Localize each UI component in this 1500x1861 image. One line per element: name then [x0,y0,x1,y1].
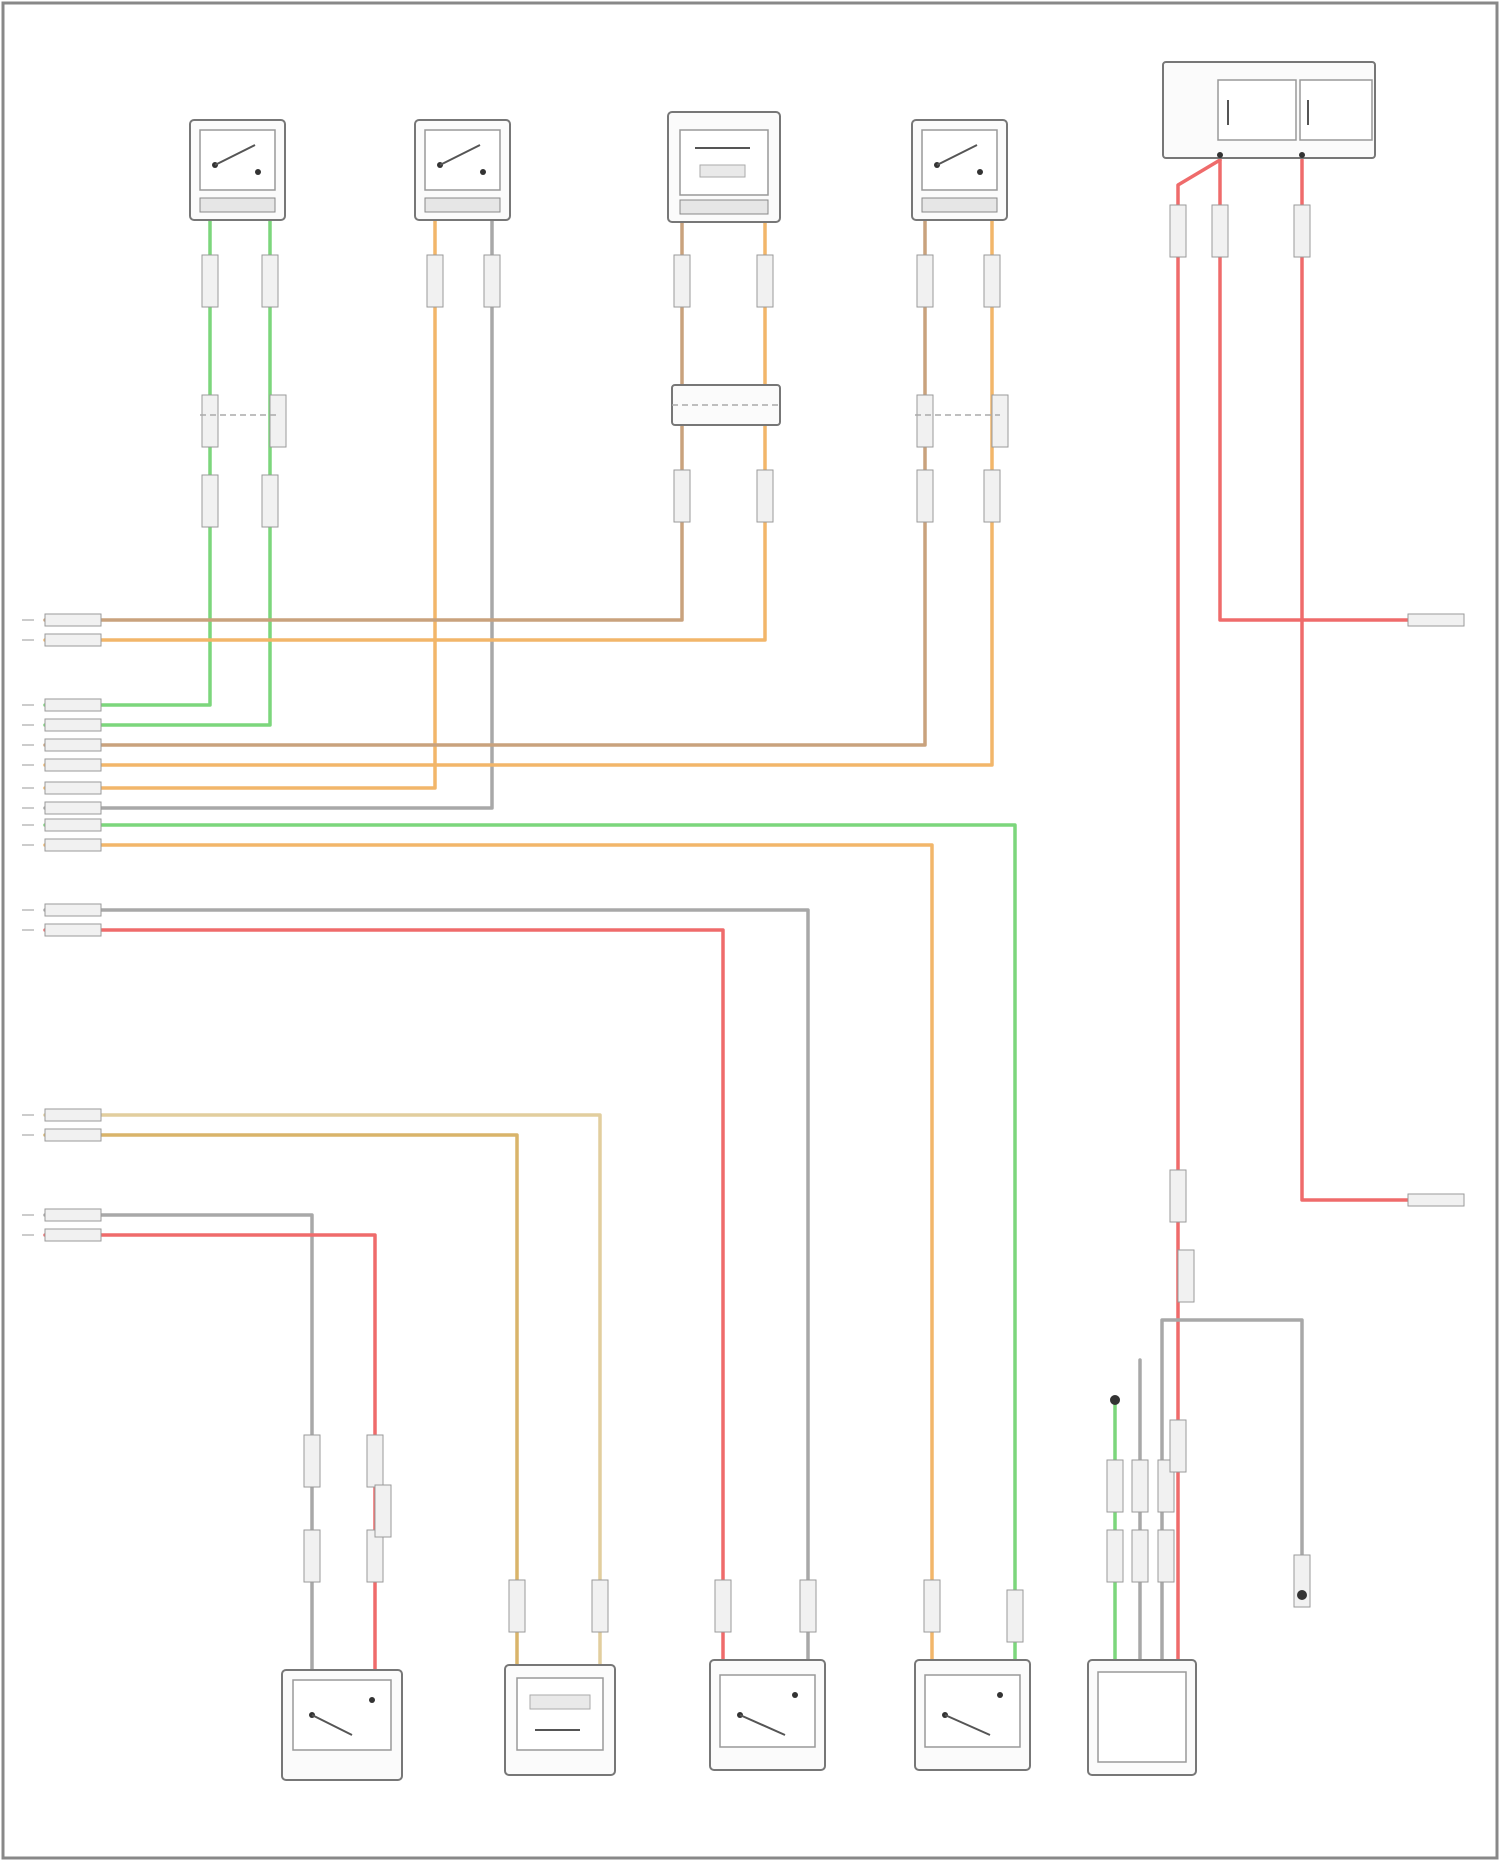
inline-connector-tag [592,1580,608,1632]
inline-connector-tag [262,255,278,307]
left-connector-stubs [22,614,1464,1241]
comp-presence-module [1088,1660,1196,1775]
comp-fuse-block [1163,62,1375,158]
inline-connector-tag [1158,1530,1174,1582]
left-connector-stub [45,1229,101,1241]
inline-connector-tag [1294,205,1310,257]
inline-connector-tag [1107,1530,1123,1582]
left-connector-stub [45,1129,101,1141]
inline-connector-tag [1132,1530,1148,1582]
left-connector-stub [45,719,101,731]
comp-ground-point [1297,1590,1307,1600]
splice-dot-green [1110,1395,1120,1405]
comp-right-front-impact-sensor [915,1660,1030,1770]
inline-connector-tag [1170,1420,1186,1472]
inline-connector-tag [304,1435,320,1487]
inline-connector-tag [984,255,1000,307]
left-connector-stub [45,782,101,794]
wire-orange-2 [45,215,435,788]
inline-connector-tag [1007,1590,1023,1642]
inline-connector-tag [1107,1460,1123,1512]
left-connector-stub [45,759,101,771]
left-connector-stub [45,819,101,831]
inline-connector-tag [992,395,1008,447]
comp-left-front-door-sensor [190,120,285,220]
left-connector-stub [45,924,101,936]
left-connector-stub [45,739,101,751]
inline-connector-tag [924,1580,940,1632]
wire-orange-3 [45,215,765,640]
comp-belt-module-bottom [505,1665,615,1775]
wire-red-ps [45,1235,375,1670]
wire-gray-ps [45,1215,312,1670]
inline-connector-mid-3 [672,385,780,425]
inline-connector-tag [1178,1250,1194,1302]
inline-connector-tag [1170,1170,1186,1222]
wire-orange-4 [45,215,992,765]
wire-green-rb [45,825,1015,1665]
comp-right-front-belt-module [668,112,780,222]
inline-connector-tag [367,1435,383,1487]
inline-connector-tag [375,1485,391,1537]
inline-connector-tag [270,395,286,447]
right-connector-stub [1408,614,1464,626]
inline-connector-tag [1212,205,1228,257]
inline-connector-tag [800,1580,816,1632]
left-connector-stub [45,1109,101,1121]
inline-connector-tag [917,255,933,307]
inline-connector-tag [262,475,278,527]
inline-connector-tag [202,255,218,307]
inline-connector-tag [917,470,933,522]
inline-connector-tag [757,255,773,307]
inline-connector-tag [674,470,690,522]
inline-connector-tag [367,1530,383,1582]
inline-connector-tag [715,1580,731,1632]
inline-connector-tag [484,255,500,307]
left-connector-stub [45,699,101,711]
left-connector-stub [45,1209,101,1221]
inline-connector-tag [674,255,690,307]
left-connector-stub [45,614,101,626]
comp-left-front-sensor-2 [415,120,510,220]
comp-right-rear-sensor [710,1660,825,1770]
inline-connector-tag [1170,205,1186,257]
inline-connector-tag [427,255,443,307]
wire-red-fuse-3 [1302,160,1440,1200]
wire-gray-ground [1162,1320,1302,1665]
right-connector-stub [1408,1194,1464,1206]
wire-green-2 [45,215,270,725]
inline-connector-tag [509,1580,525,1632]
wire-red-rr [45,930,723,1665]
inline-connector-tag [304,1530,320,1582]
comp-passenger-seat-switch [282,1670,402,1780]
inline-connector-tag [984,470,1000,522]
left-connector-stub [45,904,101,916]
wire-tan-3 [45,215,682,620]
left-connector-stub [45,634,101,646]
left-connector-stub [45,802,101,814]
inline-connector-tag [917,395,933,447]
inline-connector-tag [202,475,218,527]
wire-gray-rr [45,910,808,1665]
wire-orange-rb [45,845,932,1665]
inline-connector-tag [1132,1460,1148,1512]
comp-right-front-door-sensor [912,120,1007,220]
wire-green-1 [45,215,210,705]
wire-red-fuse-2 [1220,160,1440,620]
inline-connector-tag [757,470,773,522]
left-connector-stub [45,839,101,851]
inline-connector-tag [202,395,218,447]
